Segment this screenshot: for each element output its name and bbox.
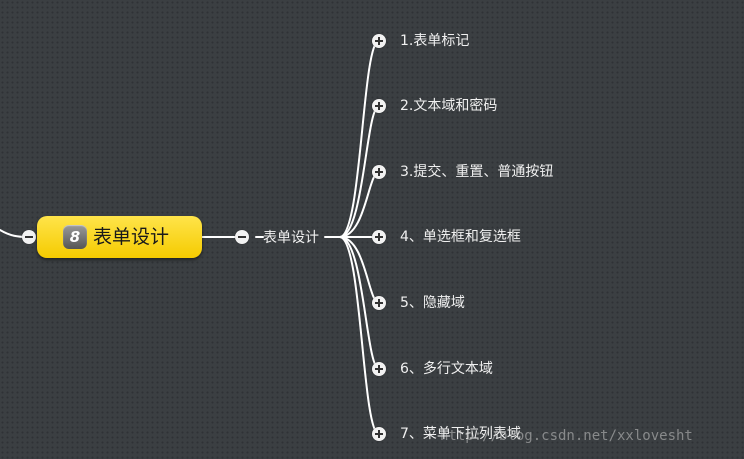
priority-8-icon: 8 xyxy=(63,225,87,249)
expand-toggle-child-2[interactable] xyxy=(372,99,386,113)
child-topic-4[interactable]: 4、单选框和复选框 xyxy=(400,229,521,245)
left-collapse-toggle[interactable] xyxy=(22,230,36,244)
watermark-text: http://blog.csdn.net/xxlovesht xyxy=(440,428,693,444)
hub-collapse-toggle[interactable] xyxy=(235,230,249,244)
child-topic-3[interactable]: 3.提交、重置、普通按钮 xyxy=(400,164,554,180)
root-topic-title: 表单设计 xyxy=(93,226,170,248)
expand-toggle-child-6[interactable] xyxy=(372,362,386,376)
expand-toggle-child-5[interactable] xyxy=(372,296,386,310)
child-topic-1[interactable]: 1.表单标记 xyxy=(400,33,470,49)
expand-toggle-child-4[interactable] xyxy=(372,230,386,244)
child-topic-7[interactable]: 7、菜单下拉列表域 xyxy=(400,426,521,442)
expand-toggle-child-3[interactable] xyxy=(372,165,386,179)
root-topic[interactable]: 8 表单设计 xyxy=(37,216,202,258)
child-topic-2[interactable]: 2.文本域和密码 xyxy=(400,98,498,114)
child-topic-6[interactable]: 6、多行文本域 xyxy=(400,361,493,377)
hub-topic-label[interactable]: 表单设计 xyxy=(263,230,319,246)
expand-toggle-child-1[interactable] xyxy=(372,34,386,48)
expand-toggle-child-7[interactable] xyxy=(372,427,386,441)
child-topic-5[interactable]: 5、隐藏域 xyxy=(400,295,465,311)
